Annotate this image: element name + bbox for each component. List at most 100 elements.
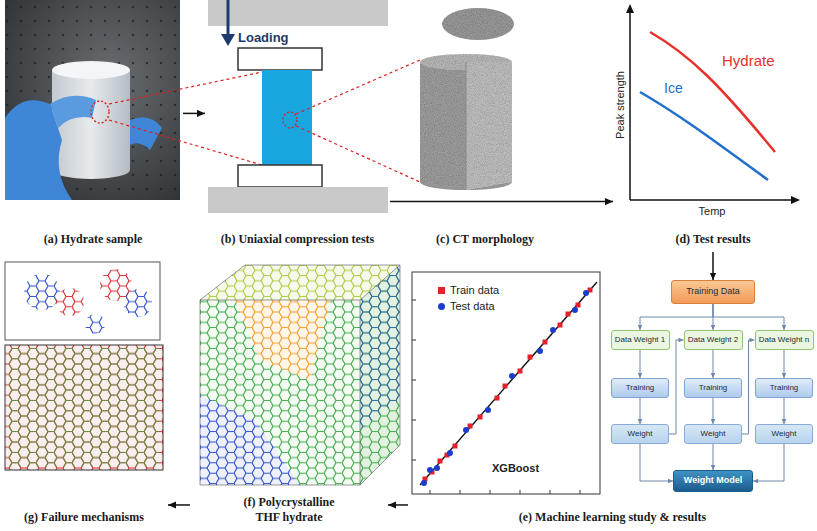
box-label: Data Weight n — [759, 336, 810, 345]
flow-arrow — [669, 338, 684, 434]
failure-slab-green — [9, 348, 159, 467]
ct-slice — [442, 8, 514, 40]
arrowhead — [710, 273, 716, 280]
process-box: Data Weight 2 — [684, 330, 743, 350]
connector-line — [753, 444, 784, 481]
loading-arrow — [227, 0, 230, 36]
flow-arrow — [782, 398, 787, 424]
flow-arrow — [390, 198, 613, 205]
glove-finger — [50, 96, 96, 128]
panel: (b) Uniaxial compression tests — [205, 0, 390, 252]
data-box: Training Data — [671, 280, 755, 304]
cube-front — [200, 300, 360, 485]
box-label: Training — [770, 384, 799, 393]
process-box: Weight — [684, 424, 742, 444]
force-label: Loading — [238, 30, 289, 45]
zoom-line — [296, 126, 420, 182]
y-axis — [629, 12, 631, 200]
ct-edge — [466, 62, 467, 190]
zoom-line — [109, 72, 262, 104]
legend-swatch — [438, 303, 445, 310]
box-label: Training Data — [686, 287, 740, 297]
flow-arrow — [388, 501, 408, 508]
arrowhead — [679, 338, 684, 343]
flow-arrow — [713, 304, 786, 330]
arrowhead — [197, 110, 205, 117]
axis-arrowhead — [626, 4, 634, 13]
panel-caption: (g) Failure mechanisms — [24, 510, 144, 524]
flow-arrow — [711, 350, 716, 378]
arrowhead — [168, 501, 176, 508]
failure-slab-border — [5, 345, 163, 470]
orange-grain-network — [235, 300, 330, 380]
photo-background — [5, 0, 180, 200]
series-label: Ice — [664, 80, 683, 96]
flow-arrow — [640, 444, 673, 483]
process-box: Training — [611, 378, 669, 398]
connector-line — [742, 340, 755, 434]
panel-caption: (a) Hydrate sample — [44, 232, 143, 246]
connector-line — [640, 304, 713, 330]
panel-caption: (d) Test results — [675, 232, 750, 246]
flow-arrow — [638, 398, 643, 424]
cube-side-network — [360, 265, 400, 485]
machine-base — [208, 187, 388, 213]
x-axis — [630, 199, 792, 201]
plot-frame — [412, 272, 600, 494]
cube-side — [360, 265, 400, 485]
legend-swatch — [438, 287, 445, 294]
panel-caption: (c) CT morphology — [436, 232, 534, 246]
specimen — [262, 70, 312, 165]
panel: (g) Failure mechanisms — [0, 258, 168, 530]
failure-slab — [5, 345, 163, 470]
hydrate-cylinder — [52, 70, 130, 179]
ice-curve — [640, 92, 768, 180]
blue-grain — [200, 395, 300, 485]
flow-arrow — [638, 304, 713, 330]
cube-outline — [200, 265, 400, 485]
failure-slab-red — [5, 345, 163, 470]
cylinder-top — [52, 61, 130, 79]
test-points — [421, 290, 589, 486]
arrowhead — [750, 338, 755, 343]
orange-grain — [235, 300, 330, 380]
connector-line — [669, 340, 684, 434]
zoom-line — [109, 120, 262, 165]
result-box: Weight Model — [673, 470, 753, 492]
flow-arrow — [710, 252, 716, 280]
process-box: Weight — [611, 424, 669, 444]
zoom-line — [296, 60, 420, 114]
flow-arrow — [782, 350, 787, 378]
ct-cut-face — [466, 62, 512, 190]
process-box: Data Weight 1 — [611, 330, 670, 350]
box-label: Weight — [701, 430, 726, 439]
broken-cage-cluster — [56, 288, 84, 316]
arrowhead — [753, 479, 758, 484]
flow-arrow — [183, 110, 205, 117]
flow-arrow — [742, 338, 755, 434]
broken-cage-cluster — [24, 274, 60, 310]
connector-line — [713, 304, 784, 330]
panel-caption: (b) Uniaxial compression tests — [221, 232, 374, 246]
flow-arrow — [168, 501, 190, 508]
panel: (c) CT morphology — [405, 0, 565, 252]
series-label: Hydrate — [722, 52, 775, 69]
cube-side-grain — [360, 265, 400, 430]
legend-label: Train data — [450, 284, 499, 297]
connector-line — [640, 444, 673, 481]
box-label: Weight — [628, 430, 653, 439]
connector-line — [390, 201, 613, 203]
upper-platen — [238, 48, 322, 70]
panel: (e) Machine learning study & resultsTrai… — [408, 258, 817, 530]
lower-platen — [238, 165, 322, 187]
panel-caption: (f) Polycrystalline THF hydrate — [233, 495, 345, 524]
zoom-circle — [283, 112, 297, 128]
ct-cylinder — [420, 62, 512, 190]
axis-arrowhead — [791, 196, 800, 204]
table-holes — [5, 0, 180, 200]
box-label: Weight Model — [684, 476, 742, 486]
box-label: Training — [699, 384, 728, 393]
